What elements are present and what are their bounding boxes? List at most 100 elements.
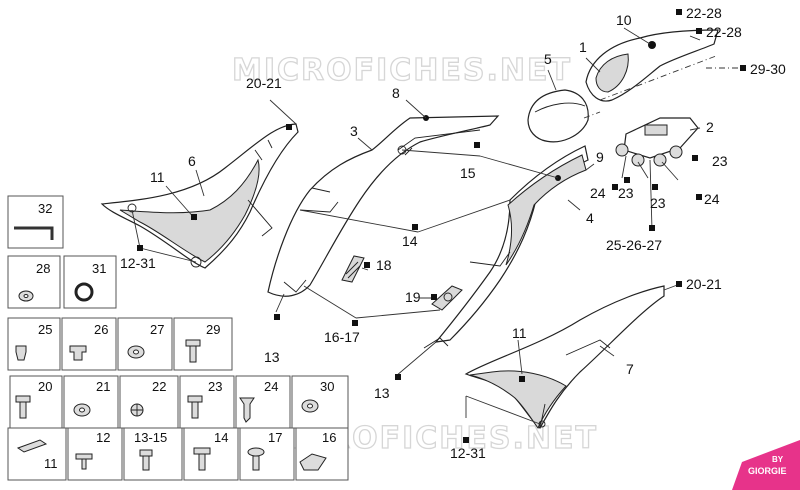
callout-19[interactable]: 19 — [405, 289, 421, 305]
badge-line-1: BY — [772, 455, 784, 464]
hw-box-13-15[interactable]: 13-15 — [123, 427, 183, 481]
hw-box-12[interactable]: 12 — [67, 427, 123, 481]
hex-key-icon — [14, 226, 54, 240]
clip-nut-icon — [299, 453, 327, 471]
hw-box-31-number: 31 — [92, 261, 106, 276]
callout-6[interactable]: 6 — [188, 153, 196, 169]
hw-box-25[interactable]: 25 — [7, 317, 61, 371]
callout-23-low[interactable]: 23 — [650, 195, 666, 211]
callout-24-left[interactable]: 24 — [590, 185, 606, 201]
callout-25-26-27[interactable]: 25-26-27 — [606, 237, 662, 253]
callout-10[interactable]: 10 — [616, 12, 632, 28]
callout-22-28-lower[interactable]: 22-28 — [706, 24, 742, 40]
callout-12-31-upper[interactable]: 12-31 — [120, 255, 156, 271]
part-5-seat-cowl[interactable] — [527, 89, 589, 143]
callout-13-right[interactable]: 13 — [374, 385, 390, 401]
callout-1[interactable]: 1 — [579, 39, 587, 55]
hw-box-13-15-number: 13-15 — [134, 430, 167, 445]
hw-box-29-number: 29 — [206, 322, 220, 337]
hw-box-22-number: 22 — [152, 379, 166, 394]
part-7-side-fairing[interactable] — [464, 285, 665, 429]
grommet-icon — [69, 345, 87, 361]
hw-box-30[interactable]: 30 — [291, 375, 349, 429]
hardware-legend: 32 28 31 25 26 27 — [7, 195, 349, 481]
screw-icon — [139, 449, 153, 457]
callout-14[interactable]: 14 — [402, 233, 418, 249]
hw-box-23[interactable]: 23 — [179, 375, 235, 429]
hw-box-30-number: 30 — [320, 379, 334, 394]
hw-box-11[interactable]: 11 — [7, 427, 67, 481]
hw-box-23-number: 23 — [208, 379, 222, 394]
hw-box-32[interactable]: 32 — [7, 195, 64, 249]
callout-11-lower[interactable]: 11 — [512, 325, 527, 341]
push-rivet-icon — [239, 397, 255, 423]
callout-24-right[interactable]: 24 — [704, 191, 720, 207]
callout-29-30[interactable]: 29-30 — [750, 61, 786, 77]
hw-box-14-number: 14 — [214, 430, 228, 445]
brand-badge: BY GIORGIE — [732, 440, 800, 490]
callout-15[interactable]: 15 — [460, 165, 476, 181]
hw-box-31[interactable]: 31 — [63, 255, 117, 309]
callout-22-28-upper[interactable]: 22-28 — [686, 5, 722, 21]
hw-box-20[interactable]: 20 — [9, 375, 63, 429]
callout-20-21-upper[interactable]: 20-21 — [246, 75, 282, 91]
screw-icon — [185, 339, 201, 347]
part-4-inner-panel[interactable] — [423, 145, 589, 349]
callout-4[interactable]: 4 — [586, 210, 594, 226]
callout-9[interactable]: 9 — [596, 149, 604, 165]
adhesive-pad-icon — [16, 439, 48, 453]
badge-line-2: GIORGIE — [748, 466, 787, 476]
hw-box-17-number: 17 — [268, 430, 282, 445]
hw-box-27[interactable]: 27 — [117, 317, 173, 371]
watermark-top: MICROFICHES.NET — [232, 53, 572, 88]
screw-icon — [193, 447, 211, 455]
screw-icon — [187, 395, 203, 403]
hw-box-20-number: 20 — [38, 379, 52, 394]
part-2-bracket[interactable] — [615, 117, 699, 167]
hw-box-16-number: 16 — [322, 430, 336, 445]
hw-box-21-number: 21 — [96, 379, 110, 394]
screw-icon — [247, 447, 265, 457]
bolt-icon — [15, 395, 31, 403]
hw-box-27-number: 27 — [150, 322, 164, 337]
callout-3[interactable]: 3 — [350, 123, 358, 139]
callout-13-left[interactable]: 13 — [264, 349, 280, 365]
hw-box-14[interactable]: 14 — [183, 427, 239, 481]
callout-18[interactable]: 18 — [376, 257, 392, 273]
callout-11-upper[interactable]: 11 — [150, 169, 165, 185]
hw-box-17[interactable]: 17 — [239, 427, 295, 481]
rivet-icon — [75, 453, 93, 460]
callout-20-21-lower[interactable]: 20-21 — [686, 276, 722, 292]
callout-labels: 1 2 3 4 5 6 7 8 9 10 11 11 12-31 12-31 1… — [120, 5, 786, 461]
hw-box-24-number: 24 — [264, 379, 278, 394]
hw-box-26-number: 26 — [94, 322, 108, 337]
callout-23-right[interactable]: 23 — [712, 153, 728, 169]
hw-box-29[interactable]: 29 — [173, 317, 233, 371]
part-3-inner-fairing[interactable] — [267, 115, 500, 297]
part-6-side-panel[interactable] — [100, 123, 299, 269]
hw-box-22[interactable]: 22 — [119, 375, 179, 429]
callout-5[interactable]: 5 — [544, 51, 552, 67]
part-1-tail-fairing[interactable] — [585, 29, 719, 102]
callout-8[interactable]: 8 — [392, 85, 400, 101]
nut-insert-icon — [15, 345, 27, 361]
hw-box-28-number: 28 — [36, 261, 50, 276]
hw-box-25-number: 25 — [38, 322, 52, 337]
marker-squares — [137, 9, 746, 443]
callout-7[interactable]: 7 — [626, 361, 634, 377]
callout-12-31-lower[interactable]: 12-31 — [450, 445, 486, 461]
hw-box-24[interactable]: 24 — [235, 375, 291, 429]
hw-box-12-number: 12 — [96, 430, 110, 445]
leader-lines — [131, 27, 701, 425]
callout-16-17[interactable]: 16-17 — [324, 329, 360, 345]
part-19-clip[interactable] — [431, 285, 463, 311]
part-18-grille[interactable] — [341, 255, 365, 283]
callout-2[interactable]: 2 — [706, 119, 714, 135]
hw-box-11-number: 11 — [44, 456, 58, 471]
hw-box-21[interactable]: 21 — [63, 375, 119, 429]
hw-box-28[interactable]: 28 — [7, 255, 61, 309]
callout-23-mid[interactable]: 23 — [618, 185, 634, 201]
hw-box-16[interactable]: 16 — [295, 427, 349, 481]
hw-box-26[interactable]: 26 — [61, 317, 117, 371]
